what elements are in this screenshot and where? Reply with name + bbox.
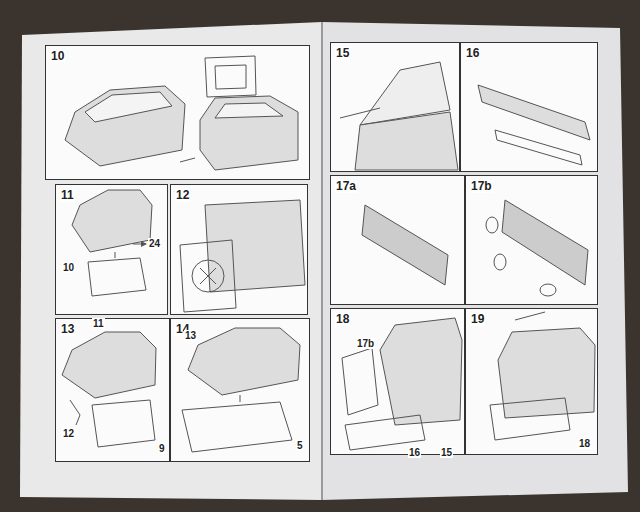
step-panel: 12 [170,184,308,315]
part-number: 9 [158,443,166,454]
step-number: 13 [60,323,75,336]
left-page [20,22,322,500]
step-number: 16 [465,47,480,60]
spine [321,22,323,500]
step-panel: 13 [55,318,170,462]
step-number: 17a [335,180,357,193]
right-page [322,22,628,500]
part-number: 17b [356,338,375,349]
part-number: 16 [408,447,421,458]
step-number: 15 [335,47,350,60]
step-number: 18 [335,313,350,326]
step-number: 17b [470,180,493,193]
part-number: 24 [148,238,161,249]
step-panel: 11 [55,184,168,315]
part-number: 15 [440,447,453,458]
step-number: 11 [60,189,75,202]
part-number: 5 [296,440,304,451]
step-panel: 17a [330,175,465,305]
part-number: 11 [92,318,105,329]
step-panel: 18 [330,308,465,455]
part-number: 18 [578,438,591,449]
step-number: 12 [175,189,190,202]
step-number: 19 [470,313,485,326]
panel-grounds [45,42,598,462]
part-number: 10 [62,262,75,273]
part-drawings [62,56,595,452]
part-number: 13 [184,330,197,341]
step-panel: 17b [465,175,598,305]
step-panel: 10 [45,45,310,180]
step-panel: 16 [460,42,598,172]
step-panel: 15 [330,42,460,172]
part-number: 12 [62,428,75,439]
step-number: 10 [50,50,65,63]
step-panel: 19 [465,308,598,455]
